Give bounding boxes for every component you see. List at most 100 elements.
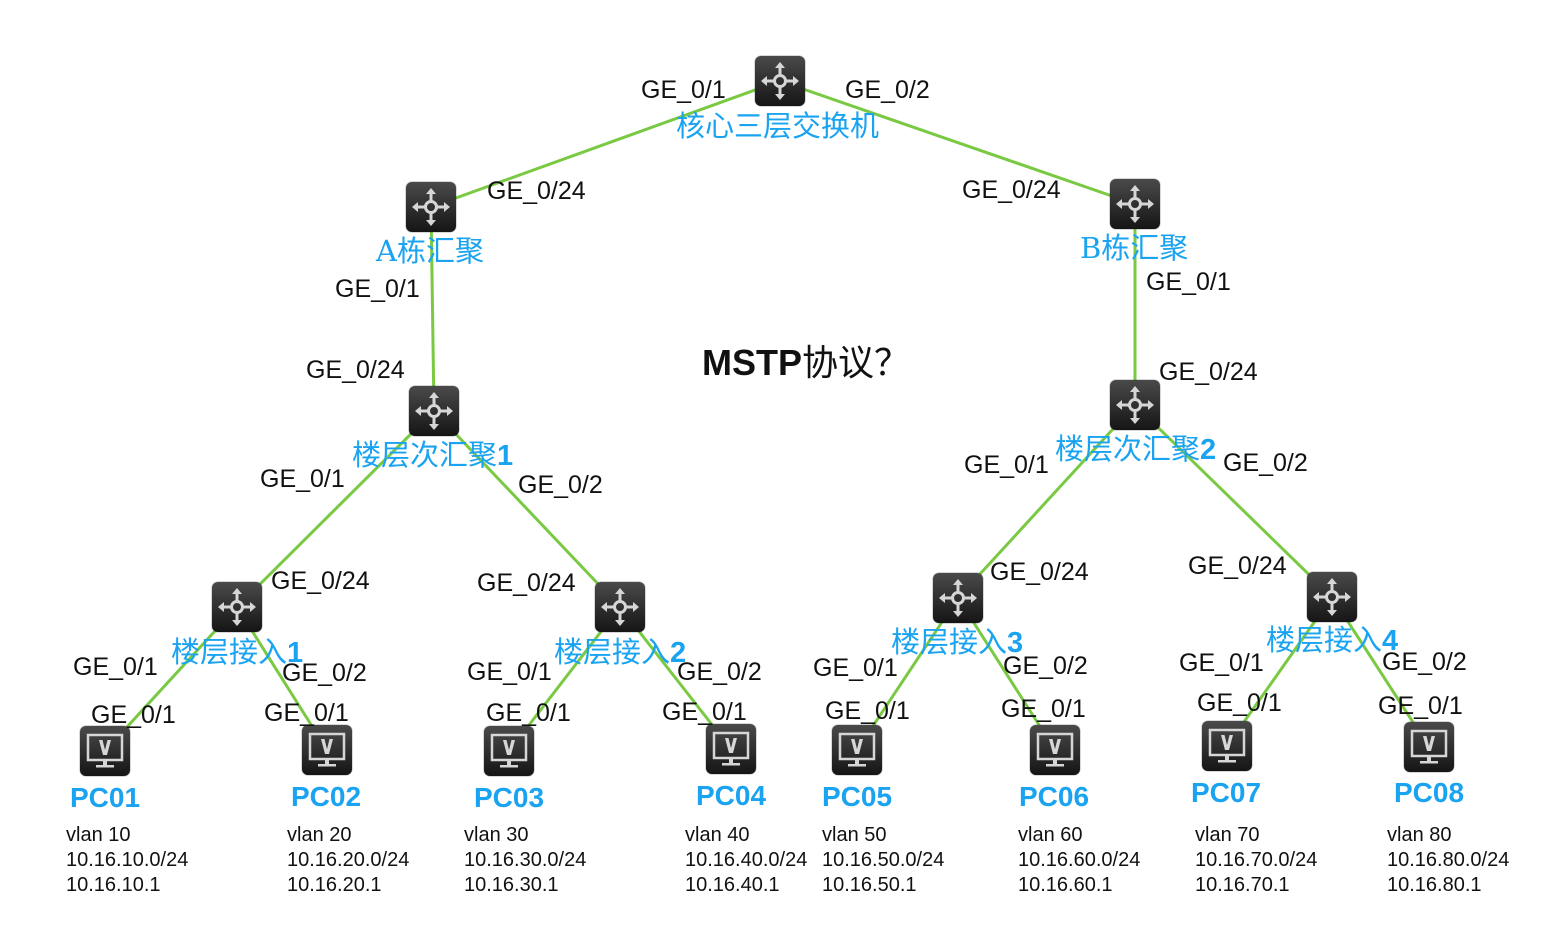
pc01-monitor-icon[interactable] bbox=[80, 726, 130, 776]
vlan: vlan 10 bbox=[66, 824, 131, 846]
link-sub2-acc4 bbox=[1133, 403, 1334, 599]
port-label: GE_0/24 bbox=[1188, 552, 1287, 580]
pc01-network-info: vlan 10 10.16.10.0/24 10.16.10.1 bbox=[66, 823, 188, 898]
port-label: GE_0/24 bbox=[487, 177, 586, 205]
link-sub2-acc3 bbox=[956, 403, 1137, 600]
subnet: 10.16.70.0/24 bbox=[1195, 849, 1318, 871]
port-label: GE_0/1 bbox=[662, 698, 747, 726]
port-label: GE_0/1 bbox=[813, 654, 898, 682]
floor-sub-aggregation-2-switch-icon[interactable] bbox=[1110, 380, 1160, 430]
port-label: GE_0/2 bbox=[282, 659, 367, 687]
floor-sub-aggregation-1-label: 楼层次汇聚1 bbox=[352, 438, 514, 472]
core-switch-icon[interactable] bbox=[755, 56, 805, 106]
pc01-label: PC01 bbox=[70, 782, 141, 813]
subnet: 10.16.30.0/24 bbox=[464, 849, 587, 871]
pc07-monitor-icon[interactable] bbox=[1202, 721, 1252, 771]
port-label: GE_0/1 bbox=[1197, 689, 1282, 717]
vlan: vlan 50 bbox=[822, 824, 887, 846]
subnet: 10.16.60.0/24 bbox=[1018, 849, 1141, 871]
link-sub1-acc2 bbox=[432, 409, 622, 609]
a-aggregation-switch-icon[interactable] bbox=[406, 182, 456, 232]
floor-sub-aggregation-1-switch-icon[interactable] bbox=[409, 386, 459, 436]
gateway: 10.16.60.1 bbox=[1018, 874, 1113, 896]
pc05-label: PC05 bbox=[822, 781, 893, 812]
subnet: 10.16.20.0/24 bbox=[287, 849, 410, 871]
link-sub1-acc1 bbox=[235, 409, 436, 609]
port-label: GE_0/1 bbox=[1378, 692, 1463, 720]
floor-access-1-switch-icon[interactable] bbox=[212, 582, 262, 632]
link-core-aggB bbox=[779, 79, 1136, 206]
pc08-label: PC08 bbox=[1394, 777, 1465, 808]
pc08-monitor-icon[interactable] bbox=[1404, 722, 1454, 772]
port-label: GE_0/24 bbox=[271, 567, 370, 595]
gateway: 10.16.20.1 bbox=[287, 874, 382, 896]
port-label: GE_0/1 bbox=[467, 658, 552, 686]
port-label: GE_0/2 bbox=[677, 658, 762, 686]
gateway: 10.16.50.1 bbox=[822, 874, 917, 896]
vlan: vlan 70 bbox=[1195, 824, 1260, 846]
port-label: GE_0/2 bbox=[845, 76, 930, 104]
port-label: GE_0/24 bbox=[477, 569, 576, 597]
port-label: GE_0/2 bbox=[1382, 648, 1467, 676]
gateway: 10.16.30.1 bbox=[464, 874, 559, 896]
gateway: 10.16.10.1 bbox=[66, 874, 161, 896]
gateway: 10.16.40.1 bbox=[685, 874, 780, 896]
port-label: GE_0/2 bbox=[518, 471, 603, 499]
gateway: 10.16.70.1 bbox=[1195, 874, 1290, 896]
b-aggregation-label: B栋汇聚 bbox=[1080, 231, 1189, 265]
core-switch-label: 核心三层交换机 bbox=[676, 109, 880, 143]
vlan: vlan 30 bbox=[464, 824, 529, 846]
pc03-label: PC03 bbox=[474, 782, 545, 813]
pc02-monitor-icon[interactable] bbox=[302, 725, 352, 775]
vlan: vlan 40 bbox=[685, 824, 750, 846]
port-label: GE_0/2 bbox=[1223, 449, 1308, 477]
floor-sub-aggregation-2-label: 楼层次汇聚2 bbox=[1055, 432, 1217, 466]
pc06-monitor-icon[interactable] bbox=[1030, 725, 1080, 775]
diagram-title: MSTP协议？ bbox=[702, 342, 911, 384]
floor-access-4-switch-icon[interactable] bbox=[1307, 572, 1357, 622]
vlan: vlan 20 bbox=[287, 824, 352, 846]
floor-access-4-label: 楼层接入4 bbox=[1266, 623, 1399, 657]
port-label: GE_0/1 bbox=[264, 699, 349, 727]
pc04-label: PC04 bbox=[696, 780, 767, 811]
subnet: 10.16.10.0/24 bbox=[66, 849, 189, 871]
vlan: vlan 60 bbox=[1018, 824, 1083, 846]
link-core-aggA bbox=[430, 79, 781, 209]
pc02-network-info: vlan 20 10.16.20.0/24 10.16.20.1 bbox=[287, 823, 409, 898]
port-label: GE_0/1 bbox=[1179, 649, 1264, 677]
link-aggA-sub1 bbox=[429, 206, 436, 412]
vlan: vlan 80 bbox=[1387, 824, 1452, 846]
port-label: GE_0/1 bbox=[335, 275, 420, 303]
floor-access-2-label: 楼层接入2 bbox=[554, 635, 687, 669]
port-label: GE_0/1 bbox=[1001, 695, 1086, 723]
port-label: GE_0/1 bbox=[91, 701, 176, 729]
port-label: GE_0/1 bbox=[825, 697, 910, 725]
port-label: GE_0/24 bbox=[1159, 358, 1258, 386]
floor-access-1-label: 楼层接入1 bbox=[171, 635, 304, 669]
a-aggregation-label: A栋汇聚 bbox=[376, 234, 484, 268]
port-label: GE_0/24 bbox=[990, 558, 1089, 586]
subnet: 10.16.80.0/24 bbox=[1387, 849, 1510, 871]
pc07-label: PC07 bbox=[1191, 777, 1262, 808]
pc05-network-info: vlan 50 10.16.50.0/24 10.16.50.1 bbox=[822, 823, 944, 898]
b-aggregation-switch-icon[interactable] bbox=[1110, 179, 1160, 229]
port-label: GE_0/1 bbox=[1146, 268, 1231, 296]
port-label: GE_0/1 bbox=[641, 76, 726, 104]
pc05-monitor-icon[interactable] bbox=[832, 725, 882, 775]
pc04-monitor-icon[interactable] bbox=[706, 724, 756, 774]
floor-access-2-switch-icon[interactable] bbox=[595, 582, 645, 632]
pc03-monitor-icon[interactable] bbox=[484, 726, 534, 776]
subnet: 10.16.50.0/24 bbox=[822, 849, 945, 871]
subnet: 10.16.40.0/24 bbox=[685, 849, 808, 871]
port-label: GE_0/1 bbox=[73, 653, 158, 681]
floor-access-3-switch-icon[interactable] bbox=[933, 573, 983, 623]
port-label: GE_0/24 bbox=[962, 176, 1061, 204]
floor-access-3-label: 楼层接入3 bbox=[891, 625, 1024, 659]
pc08-network-info: vlan 80 10.16.80.0/24 10.16.80.1 bbox=[1387, 823, 1509, 898]
pc06-label: PC06 bbox=[1019, 781, 1090, 812]
pc02-label: PC02 bbox=[291, 781, 362, 812]
port-label: GE_0/2 bbox=[1003, 652, 1088, 680]
port-label: GE_0/1 bbox=[260, 465, 345, 493]
link-acc3-PC05 bbox=[855, 597, 960, 751]
port-label: GE_0/1 bbox=[964, 451, 1049, 479]
